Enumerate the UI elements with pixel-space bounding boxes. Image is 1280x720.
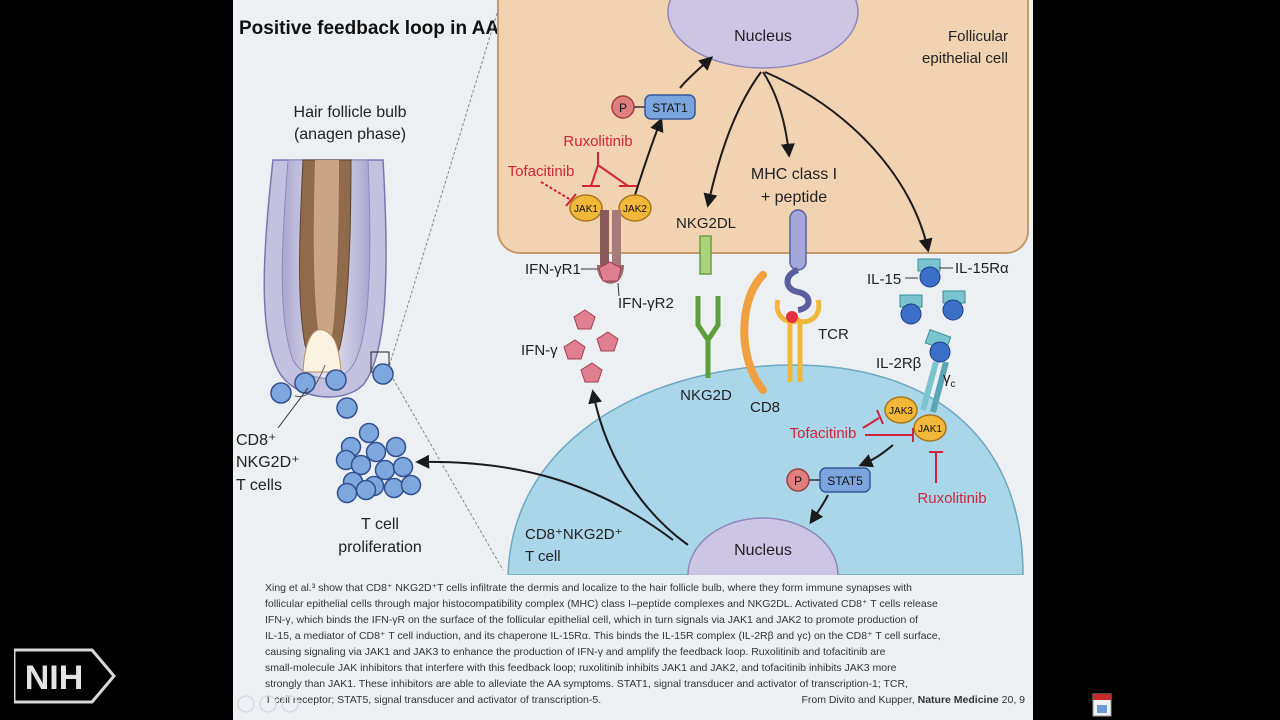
nkg2d-label: NKG2D bbox=[680, 387, 732, 404]
arrow-tcell-to-proliferation bbox=[415, 454, 674, 541]
figure-caption: Xing et al.³ show that CD8⁺ NKG2D⁺T cell… bbox=[265, 580, 1015, 708]
jak1-bottom-label: JAK1 bbox=[918, 424, 942, 435]
feedback-loop-diagram: Positive feedback loop in AA Follicular … bbox=[236, 0, 1029, 575]
ruxolitinib-top: Ruxolitinib bbox=[563, 133, 632, 150]
source-prefix: From Divito and Kupper, bbox=[801, 694, 918, 706]
stat1 bbox=[644, 94, 696, 120]
tcr-label: TCR bbox=[818, 326, 849, 343]
hair-follicle bbox=[263, 159, 390, 398]
source-journal: Nature Medicine bbox=[917, 694, 999, 706]
caption-line: follicular epithelial cells through majo… bbox=[265, 598, 938, 610]
tofacitinib-bottom: Tofacitinib bbox=[790, 425, 857, 442]
ifn-gr2-bar bbox=[612, 210, 621, 270]
document-icon[interactable] bbox=[1092, 693, 1112, 717]
mhc-class-i bbox=[784, 209, 812, 313]
proliferating-t-cells bbox=[335, 422, 422, 504]
figure-source: From Divito and Kupper, Nature Medicine … bbox=[801, 694, 1025, 706]
arrow-nucleus-to-mhc bbox=[762, 71, 795, 158]
nih-logo: NIH bbox=[14, 648, 116, 704]
proliferation-label-2: proliferation bbox=[338, 539, 422, 556]
zoom-line-bottom bbox=[387, 369, 504, 571]
il2rb-receptor bbox=[920, 329, 952, 413]
il15-complex-top bbox=[917, 258, 941, 288]
slide: Positive feedback loop in AA Follicular … bbox=[233, 0, 1033, 720]
zoom-line-top bbox=[387, 9, 499, 371]
caption-line: Xing et al.³ show that CD8⁺ NKG2D⁺T cell… bbox=[265, 582, 913, 594]
proliferation-label-1: T cell bbox=[361, 516, 399, 533]
follicle-title-2: (anagen phase) bbox=[294, 126, 406, 143]
ifn-g-label: IFN-γ bbox=[521, 342, 558, 359]
tcr bbox=[774, 299, 822, 382]
caption-line: IFN-γ, which binds the IFN-γR on the sur… bbox=[265, 614, 919, 626]
tofacitinib-top-bar bbox=[565, 193, 577, 207]
arrow-nucleus-to-nkg2dl bbox=[703, 71, 762, 208]
arrow-jak-to-stat5 bbox=[858, 444, 894, 468]
source-suffix: 20, 9 bbox=[998, 694, 1025, 706]
jak1-top-label: JAK1 bbox=[574, 204, 598, 215]
cd8-label: CD8 bbox=[750, 399, 780, 416]
mhc-label-1: MHC class I bbox=[751, 166, 837, 183]
jak3-label: JAK3 bbox=[889, 406, 913, 417]
il15ra-label: IL-15Rα bbox=[955, 260, 1009, 277]
follicle-title-1: Hair follicle bulb bbox=[294, 104, 407, 121]
ruxolitinib-bottom-inhibit bbox=[929, 451, 943, 483]
il15-label: IL-15 bbox=[867, 271, 901, 288]
mhc-label-2: + peptide bbox=[761, 189, 827, 206]
nucleus-bottom-label: Nucleus bbox=[734, 542, 792, 559]
caption-line: causing signaling via JAK1 and JAK3 to e… bbox=[265, 646, 886, 658]
arrow-jak-to-stat1 bbox=[634, 117, 664, 196]
cells-label-3: T cells bbox=[236, 477, 282, 494]
slide-title: Positive feedback loop in AA bbox=[239, 18, 499, 39]
nkg2d bbox=[695, 296, 721, 378]
phospho-bottom-label: P bbox=[794, 474, 802, 488]
ruxolitinib-top-inhibit bbox=[582, 152, 637, 187]
tofacitinib-top: Tofacitinib bbox=[508, 163, 575, 180]
ifn-gr2-pointer bbox=[617, 282, 620, 297]
gamma-c-label: γc bbox=[943, 370, 956, 390]
nkg2dl bbox=[699, 235, 712, 275]
jak3 bbox=[884, 396, 918, 424]
nucleus-bottom bbox=[687, 517, 839, 575]
ifn-gr2-label: IFN-γR2 bbox=[618, 295, 674, 312]
tofacitinib-top-inhibit bbox=[540, 181, 572, 201]
ifn-gr1-label: IFN-γR1 bbox=[525, 261, 581, 278]
nucleus-top-label: Nucleus bbox=[734, 28, 792, 45]
caption-line: small-molecule JAK inhibitors that inter… bbox=[265, 662, 897, 674]
phospho-top-label: P bbox=[619, 101, 627, 115]
arrow-stat1-to-nucleus bbox=[679, 56, 714, 89]
il2rb-label: IL-2Rβ bbox=[876, 355, 922, 372]
jak2 bbox=[618, 194, 652, 222]
arrow-nucleus-to-il15 bbox=[764, 71, 933, 253]
cells-label-1: CD8⁺ bbox=[236, 432, 276, 449]
stat5 bbox=[819, 467, 871, 493]
ruxolitinib-bottom: Ruxolitinib bbox=[917, 490, 986, 507]
caption-line: strongly than JAK1. These inhibitors are… bbox=[265, 678, 908, 690]
jak1-top bbox=[569, 194, 603, 222]
epithelial-cell-label-2: epithelial cell bbox=[922, 50, 1008, 67]
t-cell-label-1: CD8⁺NKG2D⁺ bbox=[525, 526, 623, 543]
cd8 bbox=[740, 271, 767, 394]
follicle-t-cells bbox=[270, 363, 394, 419]
caption-line: IL-15, a mediator of CD8⁺ T cell inducti… bbox=[265, 630, 941, 642]
ifn-gr1 bbox=[600, 210, 609, 270]
jak2-label: JAK2 bbox=[623, 204, 647, 215]
cells-pointer bbox=[277, 387, 309, 429]
arrow-tcell-to-ifng bbox=[588, 389, 689, 546]
ifn-bound bbox=[598, 261, 622, 282]
t-cell-label-2: T cell bbox=[525, 548, 561, 565]
il15-complex-middle bbox=[899, 290, 966, 325]
watermark-icon bbox=[237, 695, 299, 713]
nucleus-top bbox=[667, 0, 859, 69]
stat5-label: STAT5 bbox=[827, 474, 863, 488]
nih-logo-text: NIH bbox=[25, 659, 84, 697]
stat1-label: STAT1 bbox=[652, 101, 688, 115]
cells-label-2: NKG2D⁺ bbox=[236, 454, 300, 471]
arrow-stat5-to-nucleus bbox=[809, 494, 829, 525]
epithelial-cell-label-1: Follicular bbox=[948, 28, 1008, 45]
caption-line: T cell receptor; STAT5, signal transduce… bbox=[265, 694, 602, 706]
ifn-gamma-molecules bbox=[563, 309, 619, 383]
epithelial-cell bbox=[497, 0, 1029, 254]
nkg2dl-label: NKG2DL bbox=[676, 215, 736, 232]
